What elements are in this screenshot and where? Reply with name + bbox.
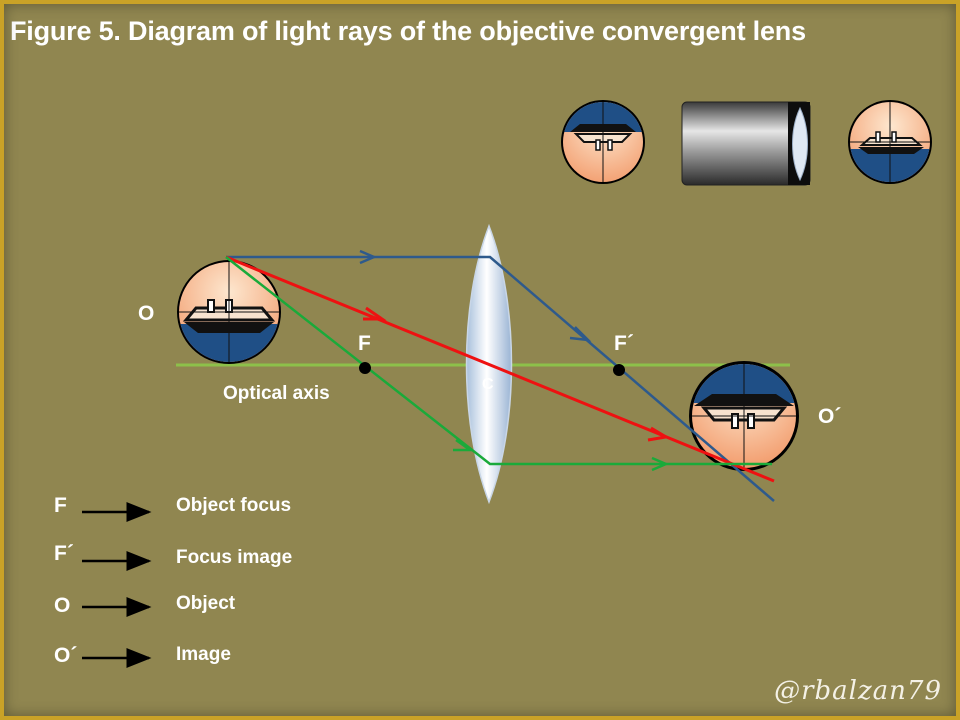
- blue-ray: [226, 249, 775, 502]
- focus-label: F: [358, 332, 371, 355]
- legend-desc-object: Object: [176, 593, 236, 614]
- object-label: O: [138, 302, 155, 325]
- ray-diagram: [82, 100, 932, 668]
- focus-image-point: [613, 364, 625, 376]
- watermark: @rbalzan79: [774, 676, 942, 706]
- legend-key-object: O: [54, 594, 71, 617]
- figure-title: Figure 5. Diagram of light rays of the o…: [10, 16, 806, 46]
- focus-image-label: F´: [614, 332, 634, 355]
- optical-axis-label: Optical axis: [223, 383, 330, 404]
- legend-key-focus-image: F´: [54, 542, 74, 565]
- center-label: C: [482, 376, 494, 393]
- green-ray: [225, 256, 772, 472]
- legend-desc-focus: Object focus: [176, 495, 292, 516]
- legend-desc-focus-image: Focus image: [176, 547, 293, 568]
- image-label: O´: [818, 405, 842, 428]
- focus-point: [359, 362, 371, 374]
- legend-key-image: O´: [54, 644, 78, 667]
- legend-desc-image: Image: [176, 644, 231, 665]
- objective-tube-icon: [681, 101, 811, 186]
- object-icon: [177, 260, 281, 364]
- inverted-ship-lens-view-icon: [848, 100, 932, 184]
- red-ray: [225, 255, 775, 483]
- ship-lens-view-icon: [561, 100, 645, 184]
- legend-key-focus: F: [54, 494, 67, 517]
